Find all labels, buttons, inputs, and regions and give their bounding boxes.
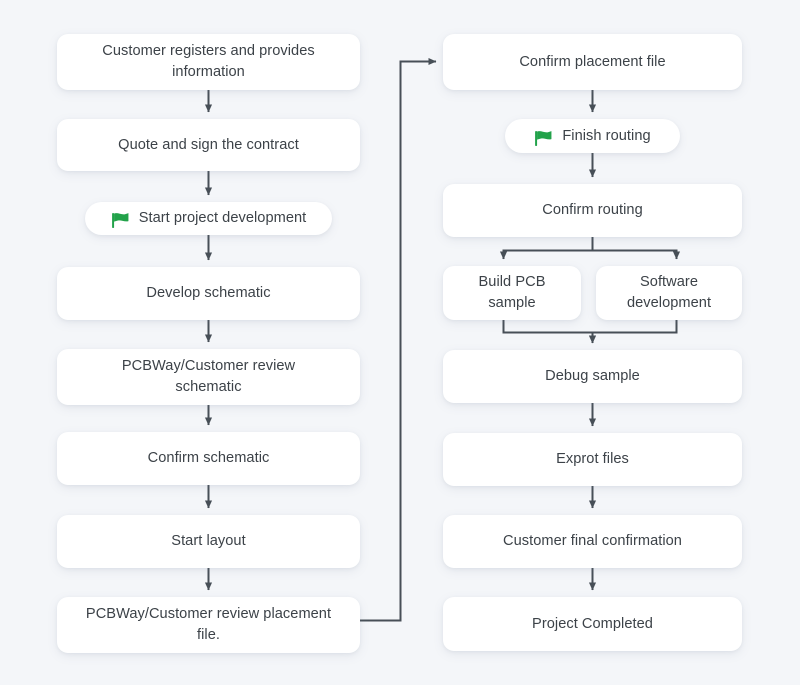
flow-node[interactable]: Confirm routing — [443, 184, 742, 237]
flow-node-label: Build PCB sample — [478, 274, 546, 311]
flow-node[interactable]: Exprot files — [443, 433, 742, 486]
flow-node[interactable]: Software development — [596, 266, 742, 320]
flow-node[interactable]: Build PCB sample — [443, 266, 581, 320]
flow-node-label: Develop schematic — [146, 285, 271, 302]
flow-node-content: Customer registers and provides informat… — [102, 41, 314, 82]
flow-node-content: Finish routing — [534, 126, 651, 147]
flow-node-content: PCBWay/Customer review placement file. — [86, 604, 331, 645]
flow-node[interactable]: Customer final confirmation — [443, 515, 742, 568]
flow-edge — [499, 237, 594, 260]
flow-node-content: Build PCB sample — [479, 272, 546, 313]
flow-node[interactable]: Quote and sign the contract — [57, 119, 360, 171]
flow-node[interactable]: Project Completed — [443, 597, 742, 651]
flow-edge — [502, 320, 597, 344]
flow-node-label: Exprot files — [556, 451, 629, 468]
flow-node[interactable]: Finish routing — [505, 119, 680, 153]
flow-node-content: Quote and sign the contract — [118, 135, 299, 156]
green-flag-icon — [111, 212, 130, 229]
flow-node-label: Debug sample — [545, 368, 640, 385]
flow-node[interactable]: Customer registers and provides informat… — [57, 34, 360, 90]
flow-node-content: Develop schematic — [146, 283, 270, 304]
flow-node-label: Finish routing — [562, 127, 651, 144]
flow-node-content: Debug sample — [545, 366, 640, 387]
flow-node[interactable]: Start project development — [85, 202, 332, 235]
flow-node-label: Start project development — [138, 210, 307, 227]
flow-node-label: Quote and sign the contract — [118, 136, 299, 153]
flow-node-label: Project Completed — [532, 615, 653, 632]
flow-node[interactable]: Confirm placement file — [443, 34, 742, 90]
flow-node-content: PCBWay/Customer review schematic — [122, 356, 295, 397]
flow-node-label: Software development — [626, 274, 712, 311]
flow-node-content: Start project development — [111, 208, 307, 229]
flow-node-label: Confirm schematic — [147, 450, 270, 467]
flow-node-content: Start layout — [171, 531, 245, 552]
flow-node-label: Start layout — [171, 533, 246, 550]
flow-node[interactable]: Debug sample — [443, 350, 742, 403]
flow-edge — [591, 237, 681, 260]
flow-edge — [360, 57, 437, 622]
flow-node[interactable]: Start layout — [57, 515, 360, 568]
flow-node-content: Confirm schematic — [148, 448, 270, 469]
flow-node-content: Confirm routing — [542, 200, 643, 221]
flow-node-content: Project Completed — [532, 614, 653, 635]
flow-edge — [588, 320, 678, 344]
flow-node-label: Confirm placement file — [519, 53, 666, 70]
flow-node-content: Confirm placement file — [519, 52, 665, 73]
flow-node[interactable]: PCBWay/Customer review schematic — [57, 349, 360, 405]
flow-node-label: PCBWay/Customer review schematic — [121, 358, 296, 395]
flow-node-content: Software development — [627, 272, 711, 313]
flow-node-label: Customer registers and provides informat… — [102, 43, 315, 80]
flow-node-label: PCBWay/Customer review placement file. — [85, 606, 332, 643]
flow-node-label: Confirm routing — [542, 202, 643, 219]
flow-node-content: Customer final confirmation — [503, 531, 682, 552]
flow-node-label: Customer final confirmation — [503, 533, 682, 550]
flow-node[interactable]: Confirm schematic — [57, 432, 360, 485]
flow-node[interactable]: PCBWay/Customer review placement file. — [57, 597, 360, 653]
flow-node-content: Exprot files — [556, 449, 629, 470]
flow-node[interactable]: Develop schematic — [57, 267, 360, 320]
green-flag-icon — [534, 130, 553, 147]
